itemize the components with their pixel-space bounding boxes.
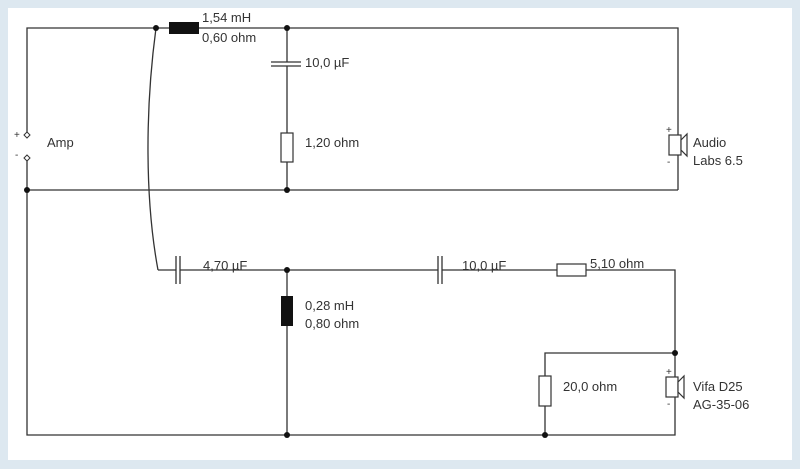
resistor-r2[interactable]: 5,10 ohm [556, 256, 644, 277]
speaker-tweeter[interactable]: + - Vifa D25 AG-35-06 [665, 367, 749, 412]
l2-resistance: 0,80 ohm [305, 316, 359, 331]
woofer-name-line1: Audio [693, 135, 726, 150]
r3-value: 20,0 ohm [563, 379, 617, 394]
amp-terminals[interactable]: + - Amp [14, 130, 74, 162]
amp-label: Amp [47, 135, 74, 150]
c2-value: 4,70 µF [203, 258, 247, 273]
amp-plus: + [14, 130, 20, 141]
tweeter-plus: + [666, 367, 672, 378]
amp-minus: - [15, 150, 18, 161]
woofer-plus: + [666, 125, 672, 136]
l1-resistance: 0,60 ohm [202, 30, 256, 45]
junction-nodes [24, 25, 678, 438]
resistor-r3[interactable]: 20,0 ohm [538, 375, 617, 407]
schematic-panel [8, 8, 792, 460]
l2-inductance: 0,28 mH [305, 298, 354, 313]
capacitor-c3[interactable]: 10,0 µF [437, 256, 506, 284]
inductor-l1[interactable]: 1,54 mH 0,60 ohm [169, 10, 256, 45]
c3-value: 10,0 µF [462, 258, 506, 273]
tweeter-name-line1: Vifa D25 [693, 379, 743, 394]
resistor-r1[interactable]: 1,20 ohm [280, 132, 359, 163]
l1-inductance: 1,54 mH [202, 10, 251, 25]
inductor-l2[interactable]: 0,28 mH 0,80 ohm [281, 296, 359, 331]
speaker-woofer[interactable]: + - Audio Labs 6.5 [666, 125, 743, 168]
r2-value: 5,10 ohm [590, 256, 644, 271]
r1-value: 1,20 ohm [305, 135, 359, 150]
capacitor-c2[interactable]: 4,70 µF [175, 256, 247, 284]
wires [26, 27, 679, 436]
woofer-minus: - [667, 157, 670, 168]
c1-value: 10,0 µF [305, 55, 349, 70]
tweeter-name-line2: AG-35-06 [693, 397, 749, 412]
capacitor-c1[interactable]: 10,0 µF [271, 55, 349, 70]
tweeter-minus: - [667, 399, 670, 410]
woofer-name-line2: Labs 6.5 [693, 153, 743, 168]
